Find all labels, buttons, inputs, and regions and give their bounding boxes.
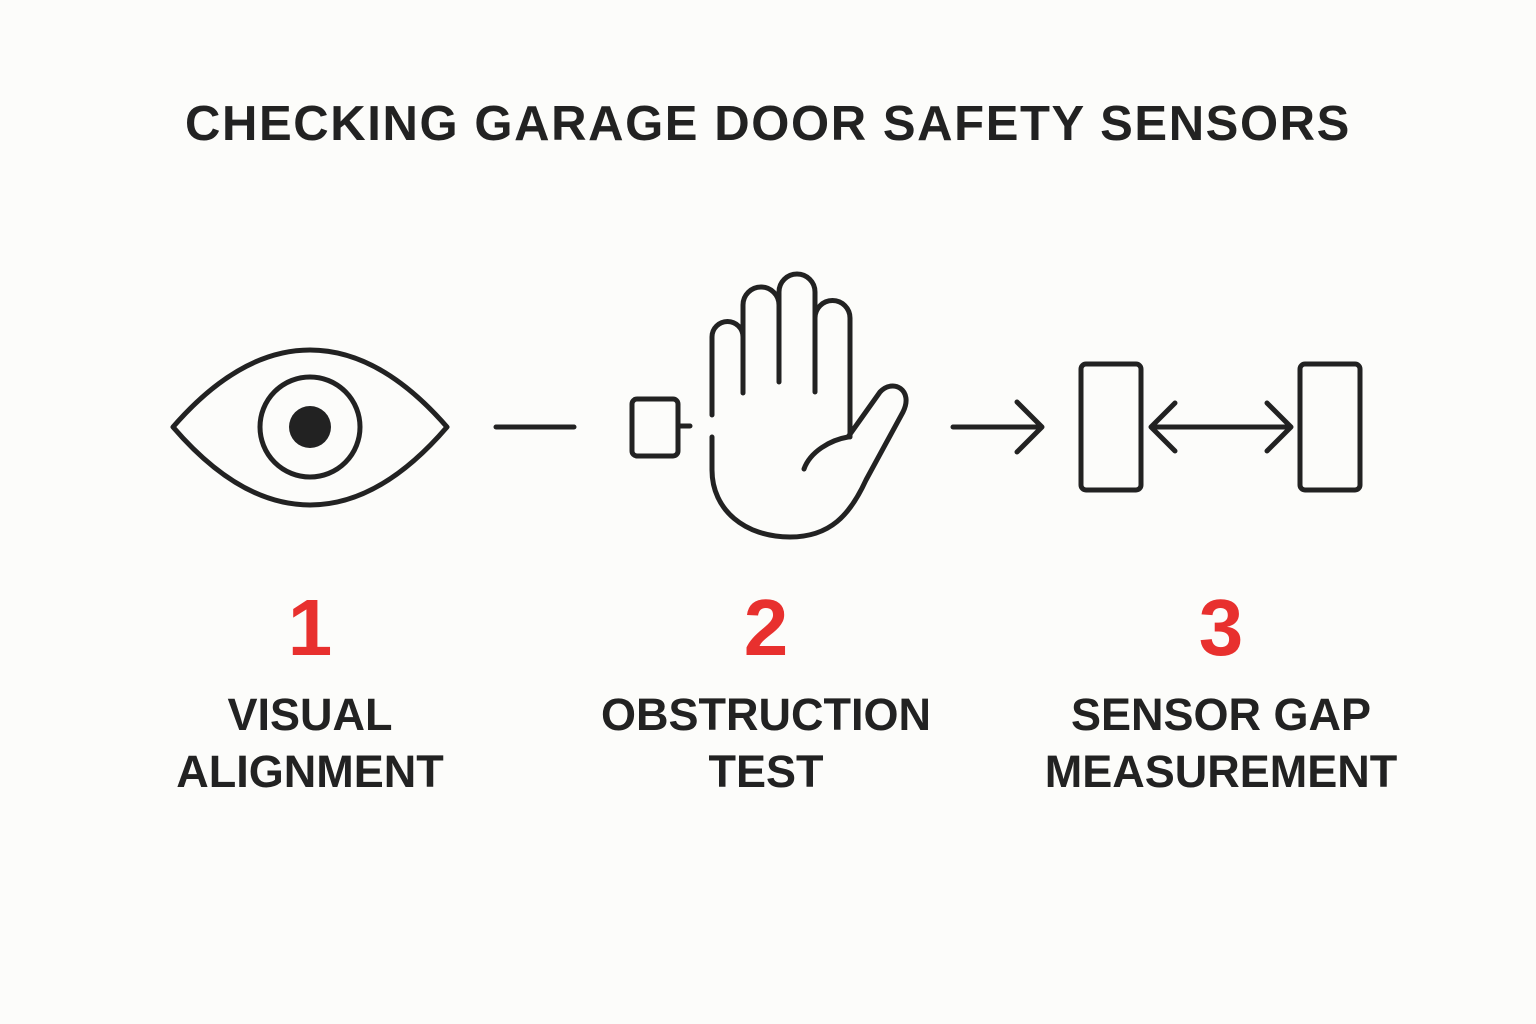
hand-icon xyxy=(629,271,909,540)
arrow-right-icon xyxy=(950,399,1045,455)
step-2-number: 2 xyxy=(743,583,789,672)
step-3-label-line1: SENSOR GAP xyxy=(1070,689,1372,740)
step-1-label-line1: VISUAL xyxy=(227,689,393,740)
step-2-label: OBSTRUCTION TEST xyxy=(536,686,996,800)
eye-icon xyxy=(170,347,450,508)
step-1-label-line2: ALIGNMENT xyxy=(176,746,444,797)
step-3-label-line2: MEASUREMENT xyxy=(1044,746,1398,797)
step-2-label-line1: OBSTRUCTION xyxy=(601,689,931,740)
sensor-gap-icon xyxy=(1078,361,1363,493)
page-title: CHECKING GARAGE DOOR SAFETY SENSORS xyxy=(185,97,1351,151)
step-3-number: 3 xyxy=(1198,583,1244,672)
step-2-label-line2: TEST xyxy=(708,746,824,797)
step-1-label: VISUAL ALIGNMENT xyxy=(80,686,540,800)
step-1-number: 1 xyxy=(287,583,333,672)
step-3-label: SENSOR GAP MEASUREMENT xyxy=(991,686,1451,800)
